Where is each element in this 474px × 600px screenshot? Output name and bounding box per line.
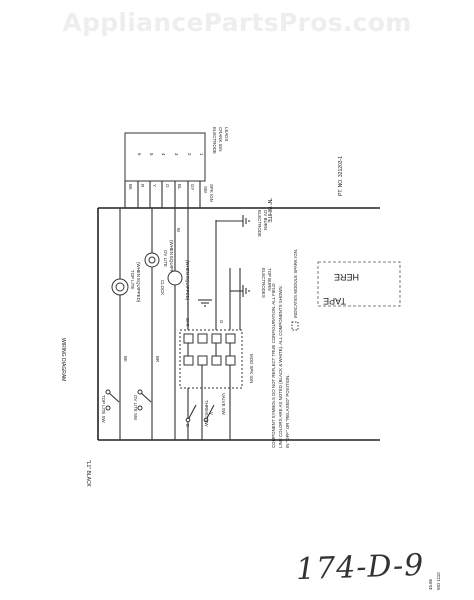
crank-sw-label: SW [203, 186, 208, 194]
top-lite-note: (WHEN EQUIPPED) [136, 262, 141, 303]
wire-label-g: G [219, 320, 224, 324]
electrodes-top-sub: TOP BURN [267, 268, 272, 291]
wire-label-d: D [185, 424, 190, 427]
electrode-ov-label: ELECTRODE [257, 210, 262, 237]
part-number: PT. NO. 321203-1 [338, 156, 344, 196]
note-line-2: LINE COLORS ARE AS NOTED (BLACK & WHITE)… [278, 286, 283, 448]
l1-label: "L1" BLACK [85, 460, 91, 488]
handwritten-note: 174-D-9 [295, 547, 425, 588]
ground-symbols [198, 215, 250, 307]
clock-label: CLOCK [160, 280, 165, 295]
wire-label-bk-1: BK [123, 356, 128, 362]
top-lite-switch: TOP LITE SW [101, 389, 120, 424]
crank-spk-ign-label: SPK IGN [209, 184, 214, 202]
wire-label-gy: GY [190, 184, 195, 190]
clock-note: (WHEN EQUIPPED) [185, 260, 190, 301]
electrode-crank-label: ELECTRODE [212, 127, 217, 154]
wire-label-wr: W-R [185, 318, 190, 327]
wire-label-bl: BL [177, 184, 182, 190]
ov-lite-switch: OV LITE SW [133, 389, 152, 421]
watermark-text: AppliancePartsPros.com [62, 8, 412, 37]
terminal-6: 6 [137, 153, 142, 156]
electrode-crank-sub1: CRANK IGN [218, 127, 223, 151]
valve-sw-label: VALVE SW [221, 393, 226, 416]
terminal-2: 2 [187, 153, 192, 156]
ov-lite-lamp: OV LITE (WHEN EQUIPPED) [144, 240, 174, 281]
terminal-4: 4 [161, 153, 166, 156]
ov-lite-sw-label: OV LITE SW [133, 395, 138, 421]
n-label: "N" WHITE [266, 198, 272, 223]
code-1: 45.86 [428, 578, 433, 590]
tape-here-box: TAPE HERE [317, 261, 401, 307]
power-bus [97, 207, 380, 441]
top-lite-sw-label: TOP LITE SW [101, 395, 106, 424]
clock: CLOCK (WHEN EQUIPPED) [160, 260, 190, 301]
electrode-crank-sub2: LEADS [224, 127, 229, 141]
wire-label-bk-2: BK [128, 184, 133, 190]
electrodes-top-label: ELECTRODES [261, 268, 266, 298]
diagram-title: WIRING DIAGRAM [60, 338, 66, 381]
note-line-1: COMPONENT SYMBOLS DO NOT REFLECT TRUE CO… [271, 283, 276, 448]
wire-label-r: R [140, 184, 145, 187]
wire-label-y: Y [152, 184, 157, 187]
ov-lite-note: (WHEN EQUIPPED) [169, 240, 174, 281]
tape-label: TAPE [323, 296, 346, 306]
thrmst-valve-switches [185, 404, 215, 423]
terminal-3: 3 [174, 153, 179, 156]
top-lite-label: TOP LITE [130, 270, 135, 289]
wire-label-br: BR [155, 356, 160, 362]
code-2: WD 1110 [436, 572, 441, 590]
here-label: HERE [334, 272, 359, 282]
mod-spk-ign-label: MOD SPK IGN [249, 354, 254, 383]
terminal-1: 1 [199, 153, 204, 156]
thrmst-sw-label: THRMST SW [204, 400, 209, 427]
terminal-5: 5 [149, 153, 154, 156]
note-line-3: IN "OFF" OR "RELAXED" POSITION. [285, 374, 290, 448]
note-line-4: INDICATES MODULE SPARK IGN. [293, 249, 298, 318]
wire-label-o: O [165, 184, 170, 188]
wire-label-w: W [176, 228, 181, 233]
spark-ignition-module [179, 220, 243, 440]
top-lite-lamp: TOP LITE (WHEN EQUIPPED) [111, 262, 141, 303]
electrode-ov-sub: OV BURN [263, 210, 268, 230]
spark-ign-note: INDICATES MODULE SPARK IGN. [291, 249, 299, 331]
ov-lite-label: OV LITE [163, 250, 168, 267]
crank-ign-terminal-block [124, 132, 206, 208]
wire-label-v: V [209, 412, 214, 415]
